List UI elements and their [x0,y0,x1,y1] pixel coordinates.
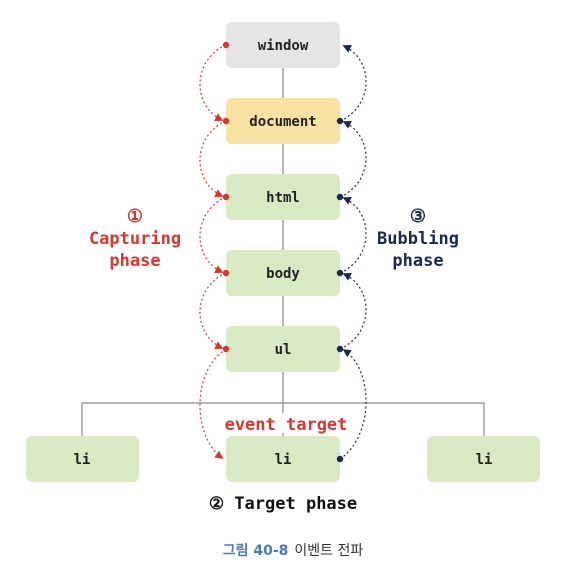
node-li-right-label: li [476,452,493,468]
node-html: html [226,174,340,220]
capturing-arrows [199,44,227,459]
bubbling-phase-number: ③ [410,206,426,227]
node-li-center-label: li [275,452,292,468]
figure-number: 그림 40-8 [223,543,289,559]
bubbling-phase-label-line1: Bubbling [377,229,459,249]
capturing-phase-number: ① [127,206,143,227]
node-window: window [226,22,340,68]
node-html-label: html [266,190,300,206]
target-phase-label: ② Target phase [209,494,357,514]
node-ul: ul [226,326,340,372]
bubbling-phase-label-line2: phase [392,251,443,271]
node-li-center: li [226,436,340,482]
node-li-left: li [26,436,139,482]
capturing-dots [222,41,230,353]
event-target-label-bg [214,413,354,433]
bubbling-arrows [339,45,367,460]
bubbling-dots [336,117,344,463]
node-ul-label: ul [275,342,292,358]
node-document-label: document [249,114,316,130]
node-document: document [226,98,340,144]
figure-caption: 그림 40-8 이벤트 전파 [223,543,364,559]
figure-title: 이벤트 전파 [294,543,363,559]
node-li-right: li [427,436,540,482]
capturing-phase-label-line2: phase [109,251,160,271]
event-target-label: event target [225,415,348,435]
node-li-left-label: li [74,452,91,468]
node-window-label: window [258,38,309,54]
node-body-label: body [266,266,300,282]
capturing-phase-label-line1: Capturing [89,229,181,249]
node-body: body [226,250,340,296]
